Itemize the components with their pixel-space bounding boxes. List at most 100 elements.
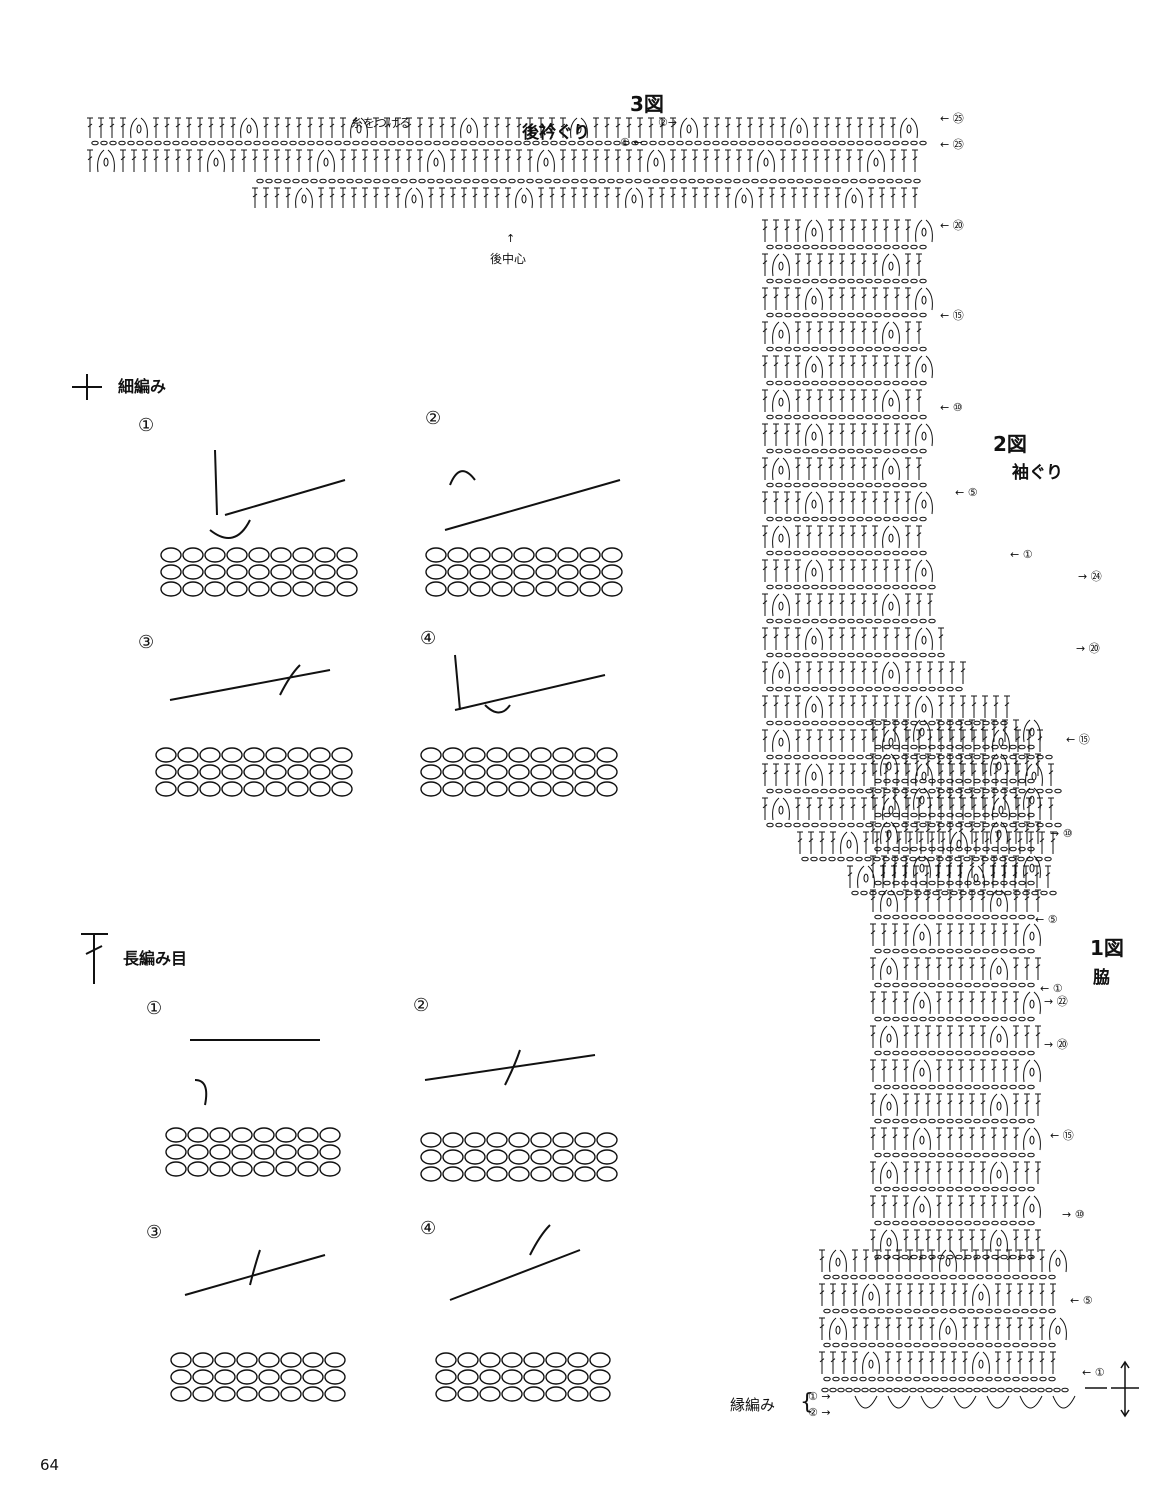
chain-stitch-mark bbox=[937, 720, 945, 726]
chain-stitch-mark bbox=[937, 1186, 945, 1192]
chain-stitch-mark bbox=[883, 1050, 891, 1056]
dc-stitch-mark bbox=[637, 149, 643, 172]
dc-stitch-mark bbox=[703, 117, 709, 138]
dc-stitch-mark bbox=[936, 923, 942, 946]
chain-arc-mark bbox=[1023, 991, 1041, 1015]
chain-stitch-mark bbox=[661, 178, 669, 184]
chain-stitch-mark bbox=[832, 1274, 840, 1280]
chain-stitch-mark bbox=[424, 140, 432, 146]
chain-stitch-mark bbox=[837, 1387, 845, 1393]
chain-stitch-mark bbox=[892, 244, 900, 250]
dc-stitch-mark bbox=[839, 661, 845, 684]
dc-stitch-mark bbox=[896, 1249, 902, 1272]
crochet-hook bbox=[449, 1249, 581, 1301]
chain-stitch-mark bbox=[910, 1084, 918, 1090]
chain-stitch-mark bbox=[882, 856, 890, 862]
fabric-loop bbox=[425, 581, 447, 597]
chain-stitch-mark bbox=[928, 618, 936, 624]
chain-stitch-mark bbox=[874, 244, 882, 250]
chain-stitch-mark bbox=[892, 380, 900, 386]
chain-stitch-mark bbox=[895, 1376, 903, 1382]
dc-stitch-mark bbox=[936, 1025, 942, 1048]
chain-stitch-mark bbox=[784, 618, 792, 624]
chain-arc-mark bbox=[990, 821, 1008, 845]
dc-stitch-mark bbox=[175, 117, 181, 138]
chain-stitch-mark bbox=[910, 1220, 918, 1226]
chain-stitch-mark bbox=[874, 346, 882, 352]
chain-stitch-mark bbox=[919, 380, 927, 386]
chain-arc-mark bbox=[913, 787, 931, 811]
chain-stitch-mark bbox=[991, 880, 999, 886]
chain-stitch-mark bbox=[883, 686, 891, 692]
chain-stitch-mark bbox=[802, 414, 810, 420]
fabric-loop bbox=[204, 564, 226, 580]
row-marker: ← ① bbox=[1040, 982, 1063, 995]
fabric-loop bbox=[248, 564, 270, 580]
dc-stitch-mark bbox=[903, 1161, 909, 1184]
chain-stitch-mark bbox=[793, 414, 801, 420]
dc-stitch-mark bbox=[894, 491, 900, 514]
dc-stitch-mark bbox=[850, 695, 856, 718]
chain-arc-mark bbox=[772, 661, 790, 685]
dc-stitch-mark bbox=[850, 661, 856, 684]
dc-stitch-mark bbox=[505, 149, 511, 172]
chain-stitch-mark bbox=[469, 140, 477, 146]
chain-arc-mark bbox=[829, 1249, 847, 1273]
fabric-loop bbox=[589, 1352, 611, 1368]
fabric-loop bbox=[457, 1352, 479, 1368]
yarn-arrow bbox=[484, 704, 511, 714]
chain-stitch-mark bbox=[991, 1016, 999, 1022]
chain-stitch-mark bbox=[733, 178, 741, 184]
chain-arc-mark bbox=[1023, 1195, 1041, 1219]
row-marker: ← ㉕ bbox=[940, 138, 964, 151]
row-marker: ← ⑩ bbox=[940, 401, 963, 414]
chain-stitch-mark bbox=[964, 788, 972, 794]
dc-stitch-mark bbox=[1050, 831, 1056, 854]
chain-arc-mark bbox=[757, 149, 775, 173]
fabric-loop bbox=[469, 564, 491, 580]
chain-stitch-mark bbox=[847, 584, 855, 590]
dc-stitch-mark bbox=[197, 117, 203, 138]
chain-stitch-mark bbox=[850, 1308, 858, 1314]
chain-stitch-mark bbox=[766, 516, 774, 522]
chain-arc-mark bbox=[805, 695, 823, 719]
chain-stitch-mark bbox=[865, 550, 873, 556]
chain-stitch-mark bbox=[877, 1342, 885, 1348]
dc-stitch-mark bbox=[940, 1351, 946, 1374]
dc-stitch-mark bbox=[947, 753, 953, 776]
chain-stitch-mark bbox=[982, 822, 990, 828]
dc-stitch-mark bbox=[861, 763, 867, 786]
chain-arc-mark bbox=[990, 1093, 1008, 1117]
chain-stitch-mark bbox=[802, 686, 810, 692]
chain-stitch-mark bbox=[544, 178, 552, 184]
dc-stitch-mark bbox=[839, 627, 845, 650]
chain-stitch-mark bbox=[838, 754, 846, 760]
chain-stitch-mark bbox=[676, 140, 684, 146]
fabric-loop bbox=[160, 581, 182, 597]
chain-stitch-mark bbox=[982, 788, 990, 794]
chain-stitch-mark bbox=[487, 140, 495, 146]
chain-stitch-mark bbox=[760, 178, 768, 184]
chain-stitch-mark bbox=[919, 516, 927, 522]
fabric-loop bbox=[243, 764, 265, 780]
chain-stitch-mark bbox=[811, 754, 819, 760]
chain-stitch-mark bbox=[937, 1152, 945, 1158]
chain-stitch-mark bbox=[991, 822, 999, 828]
dc-stitch-mark bbox=[830, 1351, 836, 1374]
dc-stitch-mark bbox=[868, 117, 874, 138]
dc-stitch-mark bbox=[850, 627, 856, 650]
chain-arc-mark bbox=[317, 149, 335, 173]
chain-stitch-mark bbox=[901, 880, 909, 886]
chain-arc-mark bbox=[1049, 1249, 1067, 1273]
chain-stitch-mark bbox=[874, 414, 882, 420]
chain-stitch-mark bbox=[586, 140, 594, 146]
chain-stitch-mark bbox=[901, 744, 909, 750]
fabric-loop bbox=[552, 781, 574, 797]
dc-stitch-mark bbox=[817, 525, 823, 548]
dc-stitch-mark bbox=[879, 117, 885, 138]
chain-stitch-mark bbox=[838, 822, 846, 828]
dc-stitch-mark bbox=[839, 321, 845, 344]
fabric-loop bbox=[221, 747, 243, 763]
chain-stitch-mark bbox=[1000, 822, 1008, 828]
dc-stitch-mark bbox=[947, 1161, 953, 1184]
